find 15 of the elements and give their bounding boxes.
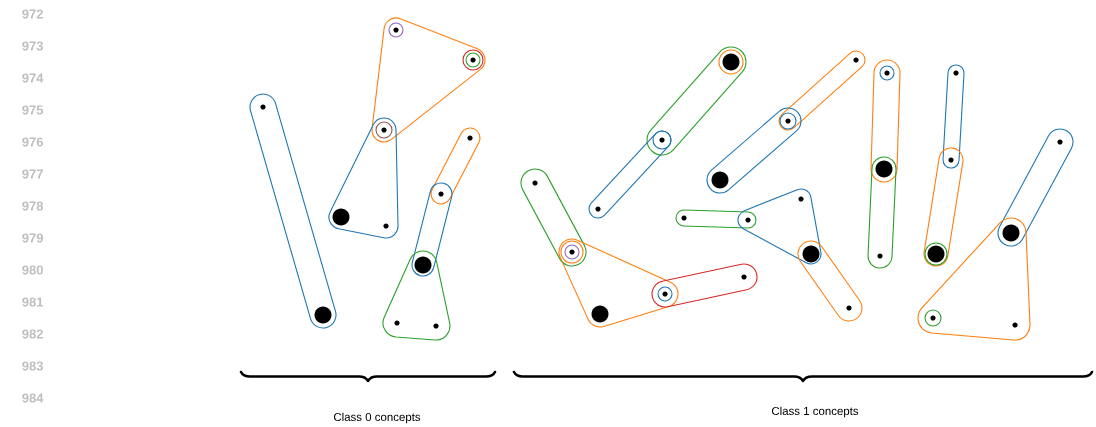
line-number: 981 (22, 297, 44, 307)
line-number: 974 (22, 73, 44, 83)
line-number: 976 (22, 137, 43, 147)
line-number: 972 (22, 9, 43, 19)
line-number: 973 (22, 41, 43, 51)
line-number: 980 (22, 265, 43, 275)
line-number: 977 (22, 169, 43, 179)
line-number: 978 (22, 201, 44, 211)
line-number: 984 (22, 393, 44, 403)
line-number: 983 (22, 361, 43, 371)
line-number: 975 (22, 105, 44, 115)
line-number: 979 (22, 233, 43, 243)
line-number: 982 (22, 329, 43, 339)
group-label: Class 0 concepts (333, 412, 421, 424)
group-label: Class 1 concepts (771, 406, 859, 418)
